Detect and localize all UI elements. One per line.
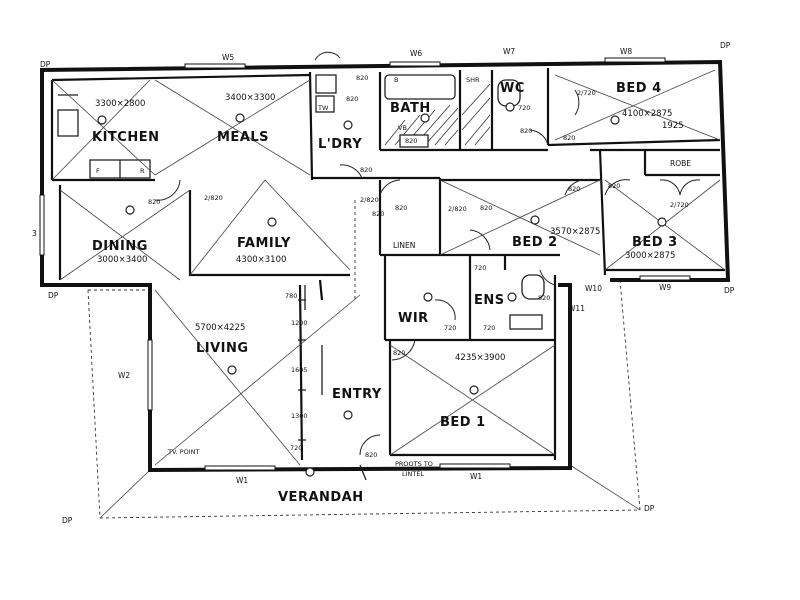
window-label-w5: W5 <box>222 53 234 62</box>
room-dim-family: 4300×3100 <box>236 255 286 265</box>
room-label-bed4: BED 4 <box>616 81 662 96</box>
note-dim-780: 780 <box>285 292 297 300</box>
room-extra-bed4: 1925 <box>662 121 684 131</box>
downpipe-label-1: DP <box>720 41 731 50</box>
window-label-w11: W11 <box>568 304 585 313</box>
room-label-family: FAMILY <box>237 236 291 251</box>
door-label-3: 820 <box>346 95 358 103</box>
door-label-12: 820 <box>568 185 580 193</box>
room-dim-living: 5700×4225 <box>195 323 245 333</box>
room-label-bed2: BED 2 <box>512 235 558 250</box>
door-label-20: 2/720 <box>670 201 689 209</box>
room-dim-dining: 3000×3400 <box>97 255 147 265</box>
door-label-24: 720 <box>474 264 486 272</box>
entry-marks <box>304 200 356 395</box>
door-label-15: 820 <box>393 349 405 357</box>
window-label-w1a: W1 <box>236 476 248 485</box>
room-label-linen: LINEN <box>393 241 415 250</box>
room-label-meals: MEALS <box>217 130 269 145</box>
room-dim-meals: 3400×3300 <box>225 93 275 103</box>
door-label-16: 820 <box>365 451 377 459</box>
downpipe-label-6: DP <box>40 60 51 69</box>
interior-walls <box>52 68 725 461</box>
room-label-bed3: BED 3 <box>632 235 678 250</box>
downpipe-label-5: DP <box>644 504 655 513</box>
room-label-laundry: L'DRY <box>318 137 362 152</box>
room-diagonals <box>51 69 726 466</box>
door-label-14: 720 <box>483 324 495 332</box>
window-label-w10: W10 <box>585 284 602 293</box>
door-label-13: 720 <box>444 324 456 332</box>
room-label-dining: DINING <box>92 239 148 254</box>
room-label-wir: WIR <box>398 311 429 326</box>
room-label-wc: WC <box>500 81 525 96</box>
note-dim-720: 720 <box>290 444 302 452</box>
room-dim-kitchen: 3300×2800 <box>95 99 145 109</box>
door-label-23: 2/820 <box>204 194 223 202</box>
room-label-ens: ENS <box>474 293 505 308</box>
room-label-bath: BATH <box>390 101 431 116</box>
downpipe-label-4: DP <box>62 516 73 525</box>
room-dim-bed3: 3000×2875 <box>625 251 675 261</box>
light-points <box>97 102 667 477</box>
room-label-bed1: BED 1 <box>440 415 486 430</box>
window-marks <box>39 57 691 471</box>
room-label-entry: ENTRY <box>332 387 382 402</box>
note-dim-1300: 1300 <box>291 412 308 420</box>
window-label-w6: W6 <box>410 49 422 58</box>
room-dim-bed4: 4100×2875 <box>622 109 672 119</box>
door-label-22: 2/820 <box>360 196 379 204</box>
window-label-w3: 3 <box>32 229 37 238</box>
door-label-19: 2/720 <box>577 89 596 97</box>
downpipe-label-3: DP <box>724 286 735 295</box>
door-label-7: 820 <box>520 127 532 135</box>
note-dim-1200: 1200 <box>291 319 308 327</box>
note-fridge: F <box>96 167 100 175</box>
door-label-21: 2/820 <box>448 205 467 213</box>
room-label-robe: ROBE <box>670 159 691 168</box>
downpipe-label-2: DP <box>48 291 59 300</box>
door-label-8: 820 <box>563 134 575 142</box>
room-dim-bed2: 3570×2875 <box>550 227 600 237</box>
door-label-10: 820 <box>395 204 407 212</box>
note-basin: B <box>394 76 398 84</box>
room-label-kitchen: KITCHEN <box>92 130 159 145</box>
window-label-w1b: W1 <box>470 472 482 481</box>
door-label-5: 820 <box>405 137 417 145</box>
door-label-1: 820 <box>148 198 160 206</box>
door-label-4: 820 <box>360 166 372 174</box>
note-vb: VB <box>398 124 407 132</box>
note-lintel-2: LINTEL <box>402 470 424 478</box>
note-shr: SHR <box>466 76 480 84</box>
door-label-2: 820 <box>356 74 368 82</box>
door-label-18: 820 <box>538 294 550 302</box>
door-swings <box>154 51 701 456</box>
door-label-11: 820 <box>480 204 492 212</box>
door-label-17: 820 <box>608 182 620 190</box>
note-tw: TW <box>317 104 329 112</box>
room-label-living: LIVING <box>196 341 249 356</box>
note-tv-point: TV. POINT <box>167 448 200 456</box>
room-dim-bed1: 4235×3900 <box>455 353 505 363</box>
note-lintel-1: PROOTS TO <box>395 460 433 468</box>
door-label-9: 820 <box>372 210 384 218</box>
note-dim-1605: 1605 <box>291 366 308 374</box>
window-label-w2: W2 <box>118 371 130 380</box>
bath-hatching <box>315 74 545 330</box>
note-range: R <box>140 167 145 175</box>
window-label-w7: W7 <box>503 47 515 56</box>
verandah-outline <box>87 279 641 519</box>
window-label-w8: W8 <box>620 47 632 56</box>
dimension-ticks <box>298 299 367 481</box>
door-label-6: 720 <box>518 104 530 112</box>
room-label-verandah: VERANDAH <box>278 490 364 505</box>
window-label-w9: W9 <box>659 283 671 292</box>
